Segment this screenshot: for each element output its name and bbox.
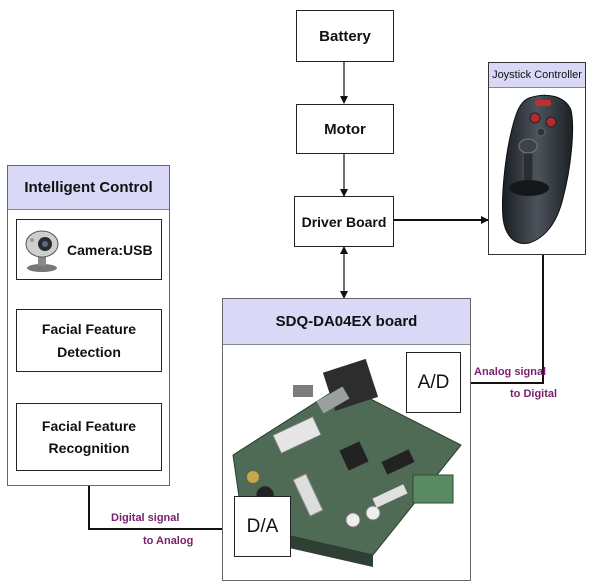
- da-converter-block: D/A: [234, 496, 291, 557]
- joystick-icon: [501, 94, 574, 245]
- battery-label: Battery: [319, 27, 371, 45]
- motor-block: Motor: [296, 104, 394, 154]
- driver-board-block: Driver Board: [294, 196, 394, 247]
- to-analog-label: to Analog: [143, 535, 194, 547]
- digital-signal-label: Digital signal: [111, 512, 180, 524]
- analog-signal-label: Analog signal: [474, 366, 547, 378]
- camera-label: Camera:USB: [67, 241, 153, 258]
- facial-recognition-block: Facial Feature Recognition: [16, 403, 162, 471]
- ad-converter-block: A/D: [406, 352, 461, 413]
- battery-block: Battery: [296, 10, 394, 62]
- motor-label: Motor: [324, 120, 366, 138]
- da-label: D/A: [246, 515, 279, 537]
- arrow-intelligent-da: [88, 486, 234, 533]
- driver-board-label: Driver Board: [301, 213, 387, 230]
- joystick-panel: Joystick Controller: [488, 62, 586, 255]
- intelligent-control-title: Intelligent Control: [8, 166, 169, 210]
- ad-label: A/D: [417, 371, 450, 393]
- facial-detection-label: Facial Feature Detection: [41, 321, 137, 360]
- facial-recognition-label: Facial Feature Recognition: [41, 417, 137, 456]
- webcam-icon: [25, 230, 59, 272]
- joystick-title: Joystick Controller: [489, 63, 585, 88]
- to-digital-label: to Digital: [510, 388, 558, 400]
- sdq-board-title: SDQ-DA04EX board: [223, 299, 470, 345]
- facial-detection-block: Facial Feature Detection: [16, 309, 162, 372]
- camera-block: Camera:USB: [16, 219, 162, 280]
- arrow-joystick-ad: [460, 255, 544, 387]
